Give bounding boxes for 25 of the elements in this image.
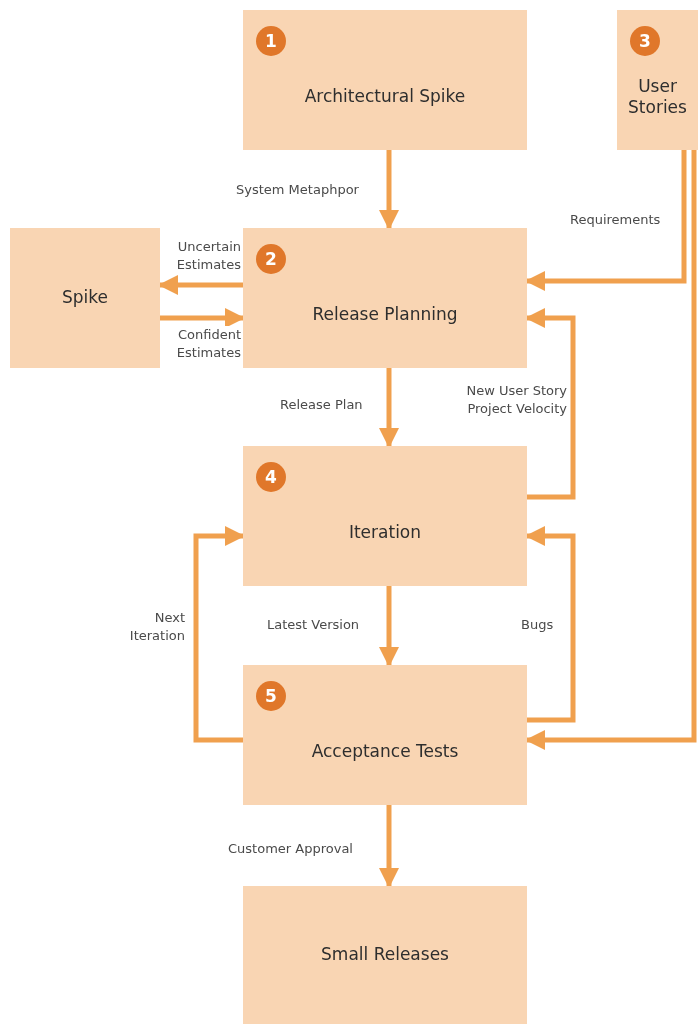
- box-title: Release Planning: [312, 304, 458, 326]
- step-number: 3: [630, 26, 660, 56]
- process-box: [243, 665, 527, 805]
- arrow: [379, 368, 399, 448]
- box-title: Iteration: [348, 522, 422, 544]
- process-box: [243, 886, 527, 1024]
- step-number: 1: [256, 26, 286, 56]
- process-box: [243, 446, 527, 586]
- step-number: 2: [256, 244, 286, 274]
- box-title: Small Releases: [321, 944, 449, 966]
- arrow: [193, 526, 245, 743]
- box-title: Spike: [62, 287, 108, 309]
- process-box: [243, 10, 527, 150]
- process-box: [243, 228, 527, 368]
- arrow: [160, 308, 245, 328]
- arrow: [379, 586, 399, 667]
- process-box: [617, 10, 698, 150]
- box-title: Architectural Spike: [304, 86, 466, 108]
- arrow: [379, 150, 399, 230]
- step-number: 5: [256, 681, 286, 711]
- process-box: [10, 228, 160, 368]
- box-title: User Stories: [627, 75, 688, 119]
- step-number: 4: [256, 462, 286, 492]
- arrow: [379, 805, 399, 888]
- box-title: Acceptance Tests: [311, 741, 459, 763]
